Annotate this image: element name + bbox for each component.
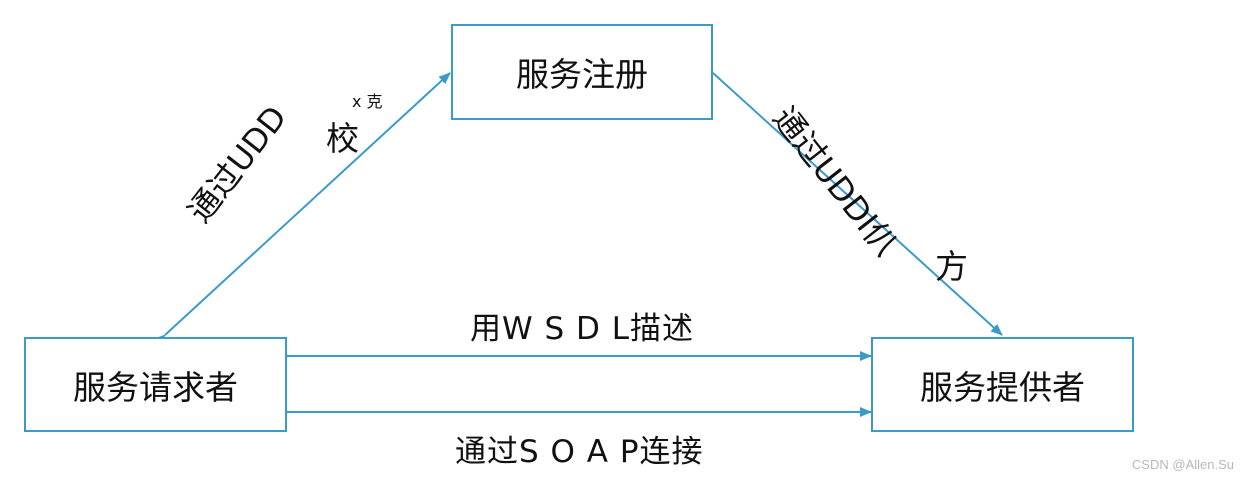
registry-provider-arrow xyxy=(701,61,1003,336)
service-requester-label: 服务请求者 xyxy=(73,367,238,407)
soap-connection-label: 通过S O A P连接 xyxy=(455,434,704,470)
watermark: CSDN @Allen.Su xyxy=(1131,457,1234,472)
right-edge-label-char: 方 xyxy=(935,247,968,286)
left-edge-label-sup: x 克 xyxy=(352,92,383,111)
service-requester-node: 服务请求者 xyxy=(24,337,287,432)
service-registry-node: 服务注册 xyxy=(451,24,713,120)
wsdl-description-label: 用W S D L描述 xyxy=(470,311,695,347)
service-registry-label: 服务注册 xyxy=(516,55,648,94)
requester-registry-arrow xyxy=(153,72,451,347)
left-edge-label-char: 校 xyxy=(326,119,359,158)
service-provider-label: 服务提供者 xyxy=(920,367,1085,407)
service-provider-node: 服务提供者 xyxy=(871,337,1134,432)
